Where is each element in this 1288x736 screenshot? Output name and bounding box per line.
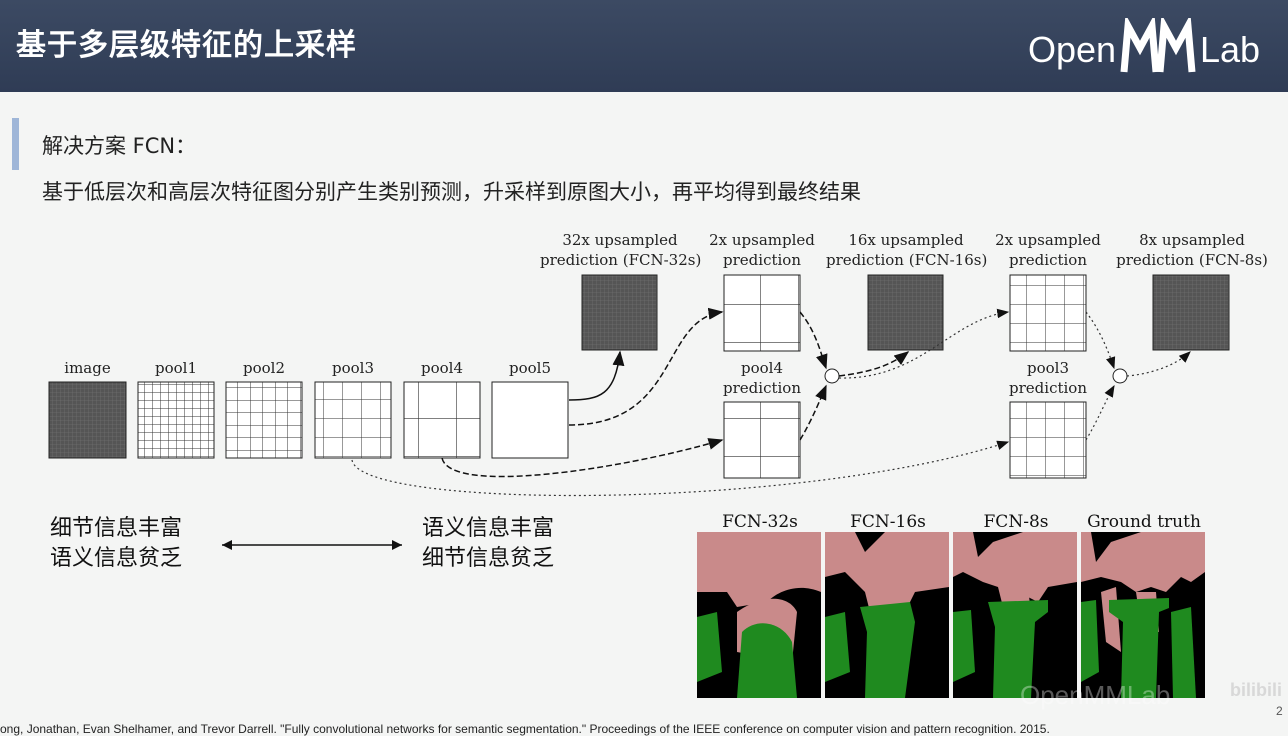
solution-heading: 解决方案 FCN： <box>42 134 197 158</box>
label-fcn32: 32x upsampled prediction (FCN-32s) <box>540 231 702 269</box>
fcn8-prediction <box>1152 274 1230 351</box>
pool4-feature-map <box>403 381 481 459</box>
label-pool1: pool1 <box>154 359 197 377</box>
results-watermark: OpenMMLab <box>1020 680 1171 710</box>
sum-node-1 <box>824 368 840 384</box>
slide-header: 基于多层级特征的上采样 Open Lab <box>0 0 1288 92</box>
upsampled-2x-prediction-b <box>1009 274 1087 352</box>
segmentation-fcn16 <box>825 532 949 698</box>
label-upsampled-2x-b: 2x upsampled prediction <box>995 231 1101 269</box>
label-fcn16: 16x upsampled prediction (FCN-16s) <box>826 231 988 269</box>
pool4-prediction <box>723 401 801 479</box>
panel-label-ground-truth: Ground truth <box>1087 512 1201 532</box>
label-pool5: pool5 <box>508 359 551 377</box>
panel-label-fcn16: FCN-16s <box>850 512 926 532</box>
label-image: image <box>64 359 111 377</box>
low-level-tradeoff: 细节信息丰富 语义信息贫乏 <box>50 516 183 571</box>
upsampled-2x-prediction-a <box>723 274 801 352</box>
image-feature-map <box>48 381 127 459</box>
label-pool4-prediction: pool4 prediction <box>723 359 801 397</box>
slide-title: 基于多层级特征的上采样 <box>16 28 357 63</box>
label-upsampled-2x-a: 2x upsampled prediction <box>709 231 815 269</box>
panel-label-fcn32: FCN-32s <box>722 512 798 532</box>
fcn32-prediction <box>581 274 658 351</box>
segmentation-fcn8 <box>953 532 1077 698</box>
segmentation-fcn32 <box>697 532 821 698</box>
openmmlab-logo: Open Lab <box>1028 14 1288 78</box>
svg-text:Lab: Lab <box>1200 29 1260 70</box>
segmentation-ground-truth <box>1081 532 1205 698</box>
label-pool3-prediction: pool3 prediction <box>1009 359 1087 397</box>
svg-text:Open: Open <box>1028 29 1116 70</box>
section-accent-bar <box>12 118 19 170</box>
label-pool3: pool3 <box>331 359 374 377</box>
pool3-feature-map <box>314 381 392 459</box>
label-fcn8: 8x upsampled prediction (FCN-8s) <box>1116 231 1268 269</box>
pool1-feature-map <box>137 381 215 459</box>
label-pool4: pool4 <box>420 359 463 377</box>
high-level-tradeoff: 语义信息丰富 细节信息贫乏 <box>422 516 555 571</box>
bilibili-watermark: bilibili <box>1230 680 1282 700</box>
pool3-prediction <box>1009 401 1087 479</box>
panel-label-fcn8: FCN-8s <box>983 512 1049 532</box>
pool5-feature-map <box>491 381 569 459</box>
sum-node-2 <box>1112 368 1128 384</box>
page-number: 2 <box>1276 704 1283 718</box>
fcn16-prediction <box>867 274 944 351</box>
pool2-feature-map <box>225 381 303 459</box>
citation: ong, Jonathan, Evan Shelhamer, and Trevo… <box>0 722 1050 736</box>
label-pool2: pool2 <box>242 359 285 377</box>
solution-description: 基于低层次和高层次特征图分别产生类别预测，升采样到原图大小，再平均得到最终结果 <box>42 180 861 204</box>
